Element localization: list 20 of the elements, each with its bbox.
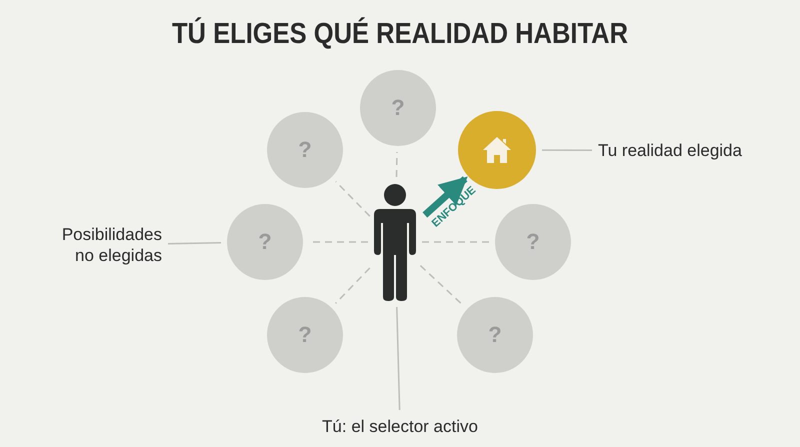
dashed-connector xyxy=(335,267,370,304)
person-figure xyxy=(374,183,416,301)
dashed-connector xyxy=(335,180,370,217)
diagram-title: TÚ ELIGES QUÉ REALIDAD HABITAR xyxy=(170,18,630,51)
question-circle: ? xyxy=(267,297,343,373)
question-circle: ? xyxy=(267,112,343,188)
question-circle: ? xyxy=(457,297,533,373)
question-circle: ? xyxy=(495,204,571,280)
question-circle: ? xyxy=(360,70,436,146)
leader-line xyxy=(542,149,592,152)
arrow xyxy=(422,176,468,218)
leader-line xyxy=(168,242,222,245)
callout-label: Tú: el selector activo xyxy=(300,416,500,437)
callout-label: Posibilidades no elegidas xyxy=(40,224,162,266)
leader-line xyxy=(396,306,400,410)
callout-label: Tu realidad elegida xyxy=(598,140,768,161)
question-circle: ? xyxy=(227,204,303,280)
dashed-connector xyxy=(420,265,464,306)
dashed-connector xyxy=(422,241,489,243)
dashed-connector xyxy=(396,152,398,178)
